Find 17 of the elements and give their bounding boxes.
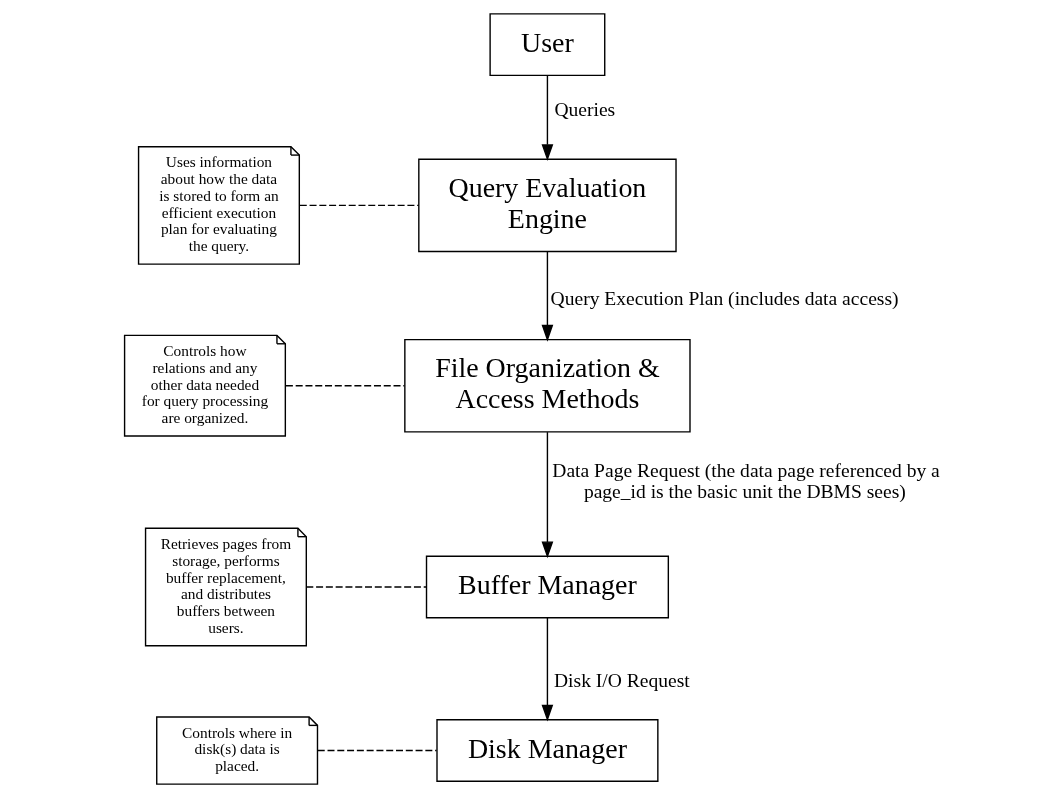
- connector: [299, 204, 420, 207]
- node-box: Query Evaluation Engine: [418, 158, 677, 253]
- connector: [317, 749, 438, 752]
- connector: [305, 586, 428, 588]
- edge-label: Disk I/O Request: [553, 669, 690, 691]
- node-box: User: [489, 13, 606, 77]
- connector: [285, 385, 406, 387]
- node-box: Disk Manager: [436, 719, 659, 782]
- edge-label: Queries: [554, 99, 616, 121]
- arrow: [541, 75, 554, 161]
- arrow: [541, 617, 554, 722]
- edge-label: Data Page Request (the data page referenced by a page_id is the basic unit the DBMS sees): [552, 459, 940, 502]
- node-box: File Organization & Access Methods: [404, 338, 691, 433]
- arrow: [541, 431, 554, 559]
- arrow: [541, 250, 554, 342]
- edge-label: Query Execution Plan (includes data access): [550, 287, 899, 309]
- node-box: Buffer Manager: [425, 555, 670, 619]
